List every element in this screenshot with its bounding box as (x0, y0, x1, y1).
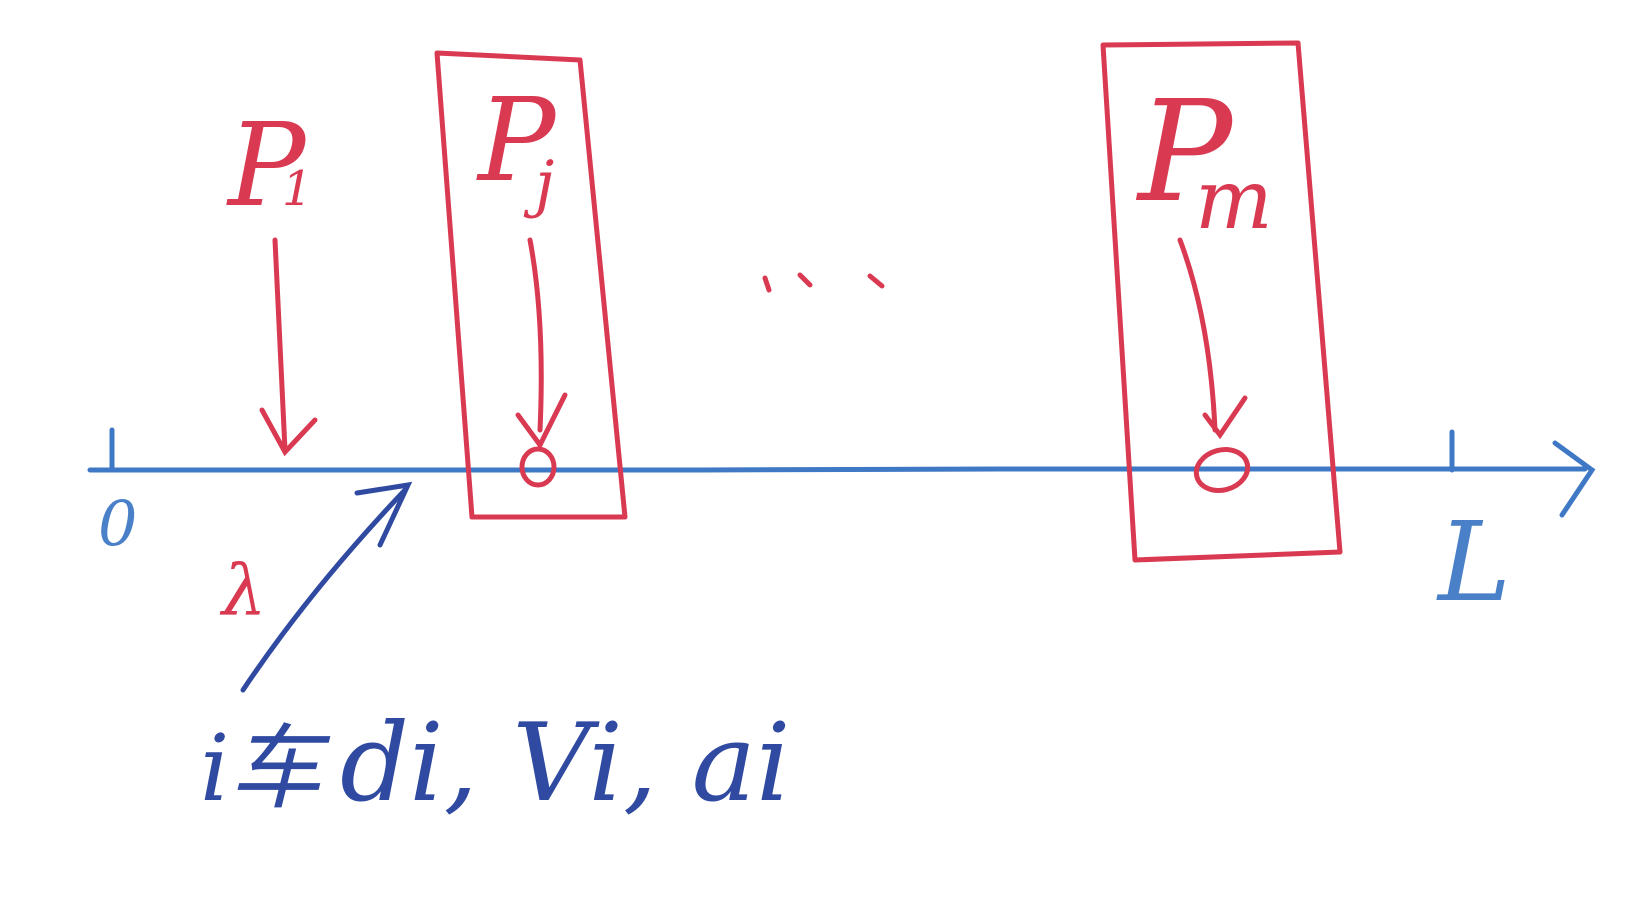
ellipsis-dot-3 (867, 273, 885, 289)
annotation-prefix: i车 (200, 715, 330, 822)
ellipsis-dots (762, 272, 885, 293)
pj-label: P (476, 74, 557, 208)
axis-arrowhead-icon (1552, 440, 1596, 518)
pm-arrowhead-icon (1202, 395, 1248, 440)
p1-arrowhead-icon (259, 407, 318, 457)
pj-circle-marker-icon (519, 446, 557, 488)
pm-subscript: m (1195, 153, 1273, 248)
pm-box (1100, 40, 1343, 563)
pj-group: P j (434, 50, 628, 520)
end-label: L (1436, 498, 1511, 626)
p1-arrow-down-icon (272, 237, 288, 453)
pj-arrow-down-icon (527, 237, 544, 433)
lambda-label: λ (219, 550, 266, 632)
ellipsis-text: ... (0, 0, 2, 1)
pj-arrowhead-icon (515, 392, 568, 450)
ellipsis-dot-2 (797, 272, 813, 288)
pm-arrow-down-icon (1177, 237, 1218, 433)
pm-circle-marker-icon (1193, 447, 1251, 493)
ellipsis-dot-1 (762, 275, 772, 293)
pm-group: P m (1100, 40, 1343, 563)
p1-group: P 1 (226, 99, 318, 457)
incoming-arrowhead-icon (354, 481, 413, 548)
p1-subscript: 1 (282, 161, 313, 217)
p1-label: P (226, 99, 307, 233)
origin-label: 0 (98, 487, 137, 560)
pj-box (434, 50, 628, 520)
number-line (87, 427, 1596, 518)
axis-line (87, 466, 1588, 473)
annotation-vars: di, Vi, ai (340, 701, 791, 826)
incoming-arrow-icon (240, 487, 408, 693)
pm-label: P (1135, 71, 1235, 234)
